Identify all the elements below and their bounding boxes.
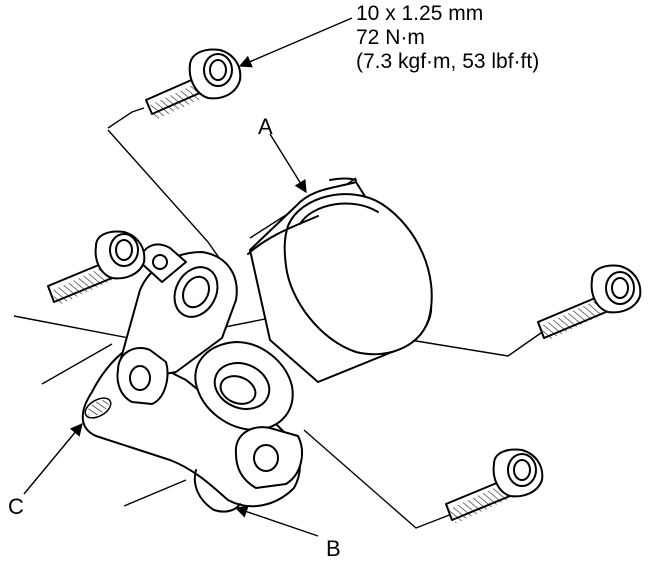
center-boss [194,341,294,431]
cylinder-top-cap [329,177,357,181]
bolt-lower-right [445,448,544,524]
a-leader-arrow [269,133,307,194]
bolt-size-label: 10 x 1.25 mm [356,2,484,25]
callout-b-label: B [326,536,341,561]
dowel-pin-c [84,397,112,419]
cylinder-end-a [283,193,433,356]
alignment-line [303,429,453,529]
alignment-line [123,479,187,507]
left-boss-hole [129,365,151,391]
bolt-left [47,230,146,306]
c-leader-arrow [23,423,83,495]
lower-right-hole [253,444,279,472]
bolt-upper [145,48,242,121]
bolt-right [537,264,642,341]
center-bolt-hole [213,362,271,410]
b-leader-arrow [234,505,319,537]
spec-leader-arrow [238,17,353,68]
callout-a-label: A [258,114,273,139]
alignment-line [409,327,549,357]
cylinder-top-edge [247,215,319,255]
torque-alt-units-label: (7.3 kgf·m, 53 lbf·ft) [356,50,540,73]
alignment-line [107,107,145,129]
cylinder-rim-line [299,202,379,225]
dowel-boss-b [193,469,241,513]
torque-spec: 10 x 1.25 mm 72 N·m (7.3 kgf·m, 53 lbf·f… [356,2,539,74]
callout-c-label: C [8,494,24,519]
center-bolt-hole-inner [219,375,257,405]
left-square-boss [116,347,169,405]
alignment-line [41,343,113,385]
alignment-line [107,129,223,263]
back-lug-hole [152,254,168,270]
bolt-hole-upper-left-inner [182,275,210,309]
bolt-hole-upper-left [173,266,219,318]
torque-nm-label: 72 N·m [356,26,425,49]
lower-right-boss [234,426,303,489]
